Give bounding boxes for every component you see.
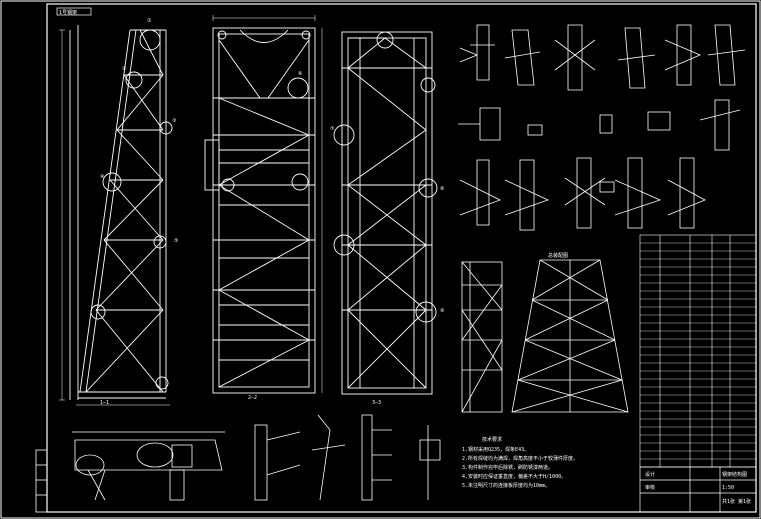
note-line: 1.钢材采用Q235，焊条E43。 [462,446,529,453]
parts-list-table [639,234,757,468]
front-view-dimensions [212,15,323,393]
node-label: ④ [100,174,105,180]
node-label: ⑤ [174,238,179,244]
small-elevation-truss [461,261,503,413]
note-line: 3.构件制作完毕后除锈，刷防锈漆两道。 [462,464,553,471]
front-view-title: 2—2 [248,395,257,401]
detail-sections-row3 [459,157,706,231]
technical-notes: 技术要求 1.钢材采用Q235，焊条E43。 2.所有焊缝均为满焊，焊角高度不小… [462,436,578,489]
designer-label: 设计 [645,471,655,478]
corner-tag-box [56,7,92,16]
corner-tag: 1号钢架 [59,9,77,16]
node-label: ② [122,66,127,72]
node-label: ⑥ [298,71,303,77]
side-view-truss [69,25,173,400]
node-label: ⑧ [440,186,445,192]
back-view-truss [333,31,438,395]
node-label: ③ [172,118,177,124]
base-plate-detail [72,431,225,501]
node-label: ⑨ [440,308,445,314]
note-line: 2.所有焊缝均为满焊，焊角高度不小于较薄件厚度。 [462,455,578,462]
drawing-sheet: 共1张 第1张 [722,498,751,505]
inner-border [46,3,757,513]
detail-sections-row1 [459,24,746,91]
parts-list-rows [640,242,756,460]
binding-strip [35,449,48,513]
node-label: ⑦ [330,126,335,132]
note-line: 4.安装时应保证垂直度，偏差不大于H/1000。 [462,473,566,480]
notes-title: 技术要求 [482,436,502,443]
checker-label: 审核 [645,484,655,491]
back-view-title: 3—3 [372,400,381,406]
assembly-truss [511,259,629,413]
side-view-dimensions [59,29,170,406]
detail-sections-row2 [458,99,741,151]
title-block [639,466,757,513]
front-view-truss [204,27,316,394]
note-line: 5.未注明尺寸的连接板厚度均为10mm。 [462,482,550,489]
drawing-scale: 1:50 [722,485,734,491]
side-view-title: 1—1 [100,400,109,406]
column-joint-detail [254,414,441,501]
assembly-title: 总装配图 [548,252,568,259]
node-label: ① [147,18,152,24]
drawing-name: 钢架结构图 [722,471,747,478]
